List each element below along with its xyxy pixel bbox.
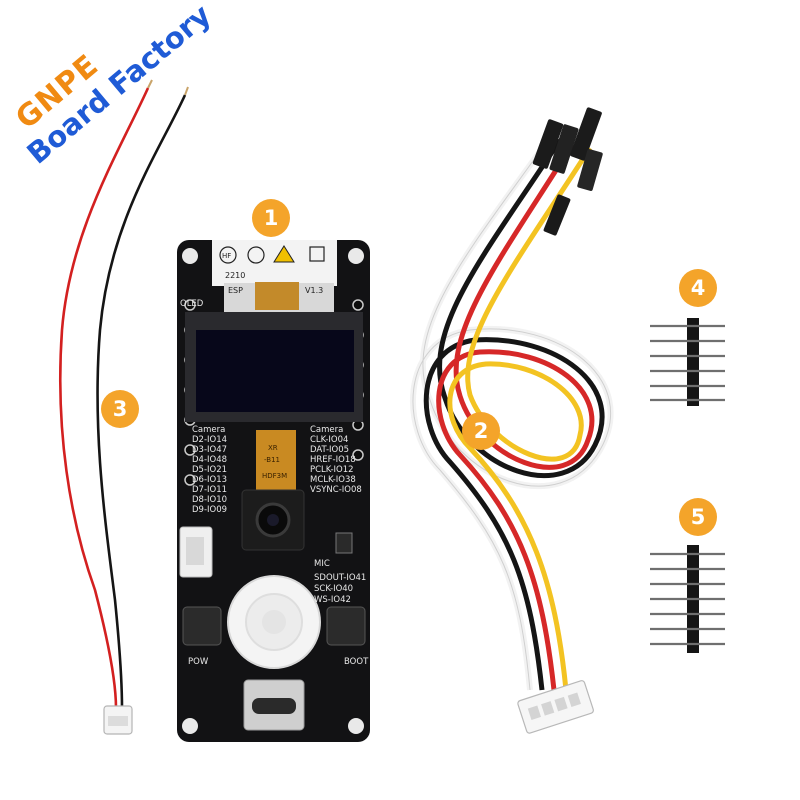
mic-label-2: SCK-IO40 [314,584,353,594]
badge-pin-header-7: 5 [679,498,717,536]
badge-board: 1 [252,199,290,237]
grove-connector [517,680,594,734]
pin-header-7 [650,545,725,653]
hf-mark: HF [222,252,231,260]
pow-label: POW [188,657,209,667]
right-label-1: CLK-IO04 [310,435,348,445]
pin-header-6 [650,318,725,406]
left-label-7: D7-IO11 [192,485,227,495]
right-label-6: VSYNC-IO08 [310,485,362,495]
left-label-6: D6-IO13 [192,475,227,485]
dev-board: HF 2210 ESP V1.3 XR -B11 HDF3M [177,240,370,742]
oled-display [196,330,354,412]
version-mark: V1.3 [305,286,323,295]
date-code: 2210 [225,271,245,280]
badge-pin-header-6: 4 [679,269,717,307]
flex-text-1: XR [268,444,278,452]
right-label-5: MCLK-IO38 [310,475,356,485]
left-label-2: D2-IO14 [192,435,227,445]
left-label-0: OLED [180,299,204,309]
left-label-9: D9-IO09 [192,505,227,515]
right-label-4: PCLK-IO12 [310,465,354,475]
right-label-3: HREF-IO18 [310,455,356,465]
flex-text-3: HDF3M [262,472,287,480]
camera-flex [256,430,296,490]
badge-grove-cable: 2 [462,412,500,450]
battery-lead [58,79,189,735]
grove-cable [410,107,614,734]
mic-label-0: MIC [314,559,330,569]
mic-label-1: SDOUT-IO41 [314,573,366,583]
right-label-0: Camera [310,425,343,435]
left-label-8: D8-IO10 [192,495,227,505]
dupont-connectors [532,107,603,236]
badge-battery-lead: 3 [101,390,139,428]
left-label-5: D5-IO21 [192,465,227,475]
pow-button [182,606,222,646]
boot-label: BOOT [344,657,369,667]
flex-text-2: -B11 [264,456,280,464]
esp-mark: ESP [228,286,243,295]
right-label-2: DAT-IO05 [310,445,349,455]
boot-button [326,606,366,646]
mic-label-3: WS-IO42 [314,595,351,605]
left-label-4: D4-IO48 [192,455,227,465]
left-label-1: Camera [192,425,225,435]
left-label-3: D3-IO47 [192,445,227,455]
